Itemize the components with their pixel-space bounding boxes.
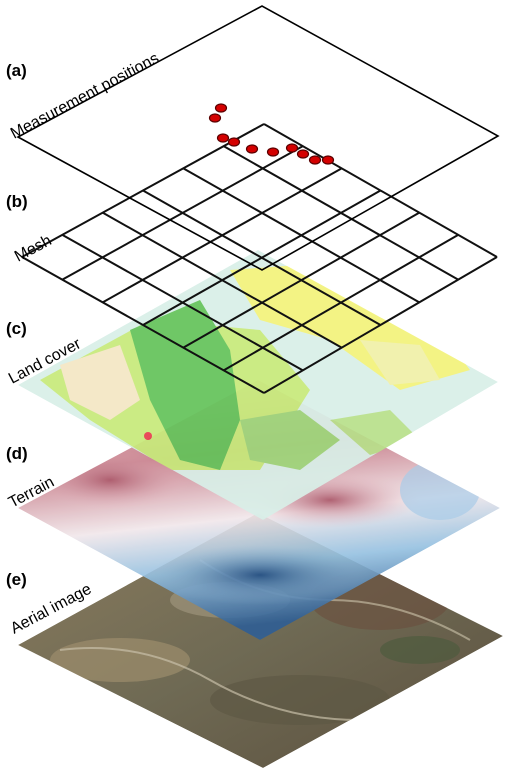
panel-letter-d: (d) (6, 444, 28, 463)
measurement-plane (16, 5, 500, 271)
measurement-marker (321, 155, 335, 165)
land-cover-layer (18, 250, 498, 520)
panel-letter-b: (b) (6, 192, 28, 211)
measurement-marker (308, 155, 322, 165)
measurement-marker (296, 149, 310, 159)
label-measurement-positions: Measurement positions (8, 50, 162, 143)
mesh-line (263, 256, 498, 394)
measurement-marker (214, 103, 228, 113)
mesh-line (223, 233, 459, 372)
measurement-marker (266, 147, 280, 157)
label-mesh: Mesh (12, 232, 55, 265)
measurement-marker (208, 113, 222, 123)
measurement-markers (208, 103, 335, 165)
mesh-line (263, 123, 498, 258)
measurement-marker (216, 133, 230, 143)
mesh-grid (21, 123, 498, 394)
panel-letter-a: (a) (6, 61, 27, 80)
measurement-marker (227, 137, 241, 147)
panel-letter-c: (c) (6, 319, 27, 338)
measurement-marker (245, 144, 259, 154)
panel-letter-e: (e) (6, 570, 27, 589)
measurement-marker (285, 143, 299, 153)
